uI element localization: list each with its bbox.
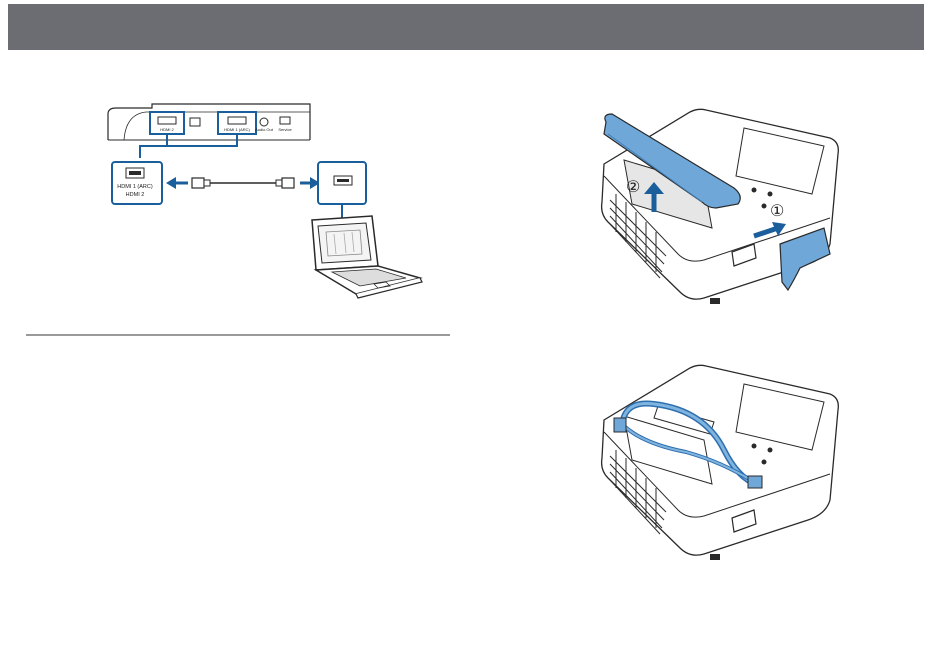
header-bar xyxy=(8,4,924,50)
panel-hdmi2-label: HDMI 2 xyxy=(160,127,174,132)
port-label-hdmi2: HDMI 2 xyxy=(126,192,145,198)
hdmi-connection-figure: HDMI 2 HDMI 1 (ARC) Audio Out Service HD… xyxy=(104,100,434,300)
port-label-hdmi1: HDMI 1 (ARC) xyxy=(117,184,153,190)
panel-service-label: Service xyxy=(278,127,292,132)
cable-routing-figure xyxy=(594,360,852,560)
step-2-marker: ② xyxy=(626,179,640,196)
section-divider xyxy=(26,334,450,336)
panel-audio-label: Audio Out xyxy=(255,127,274,132)
panel-hdmi1-label: HDMI 1 (ARC) xyxy=(224,127,250,132)
step-1-marker: ① xyxy=(770,203,784,220)
cover-removal-figure: ② ① xyxy=(594,104,852,310)
